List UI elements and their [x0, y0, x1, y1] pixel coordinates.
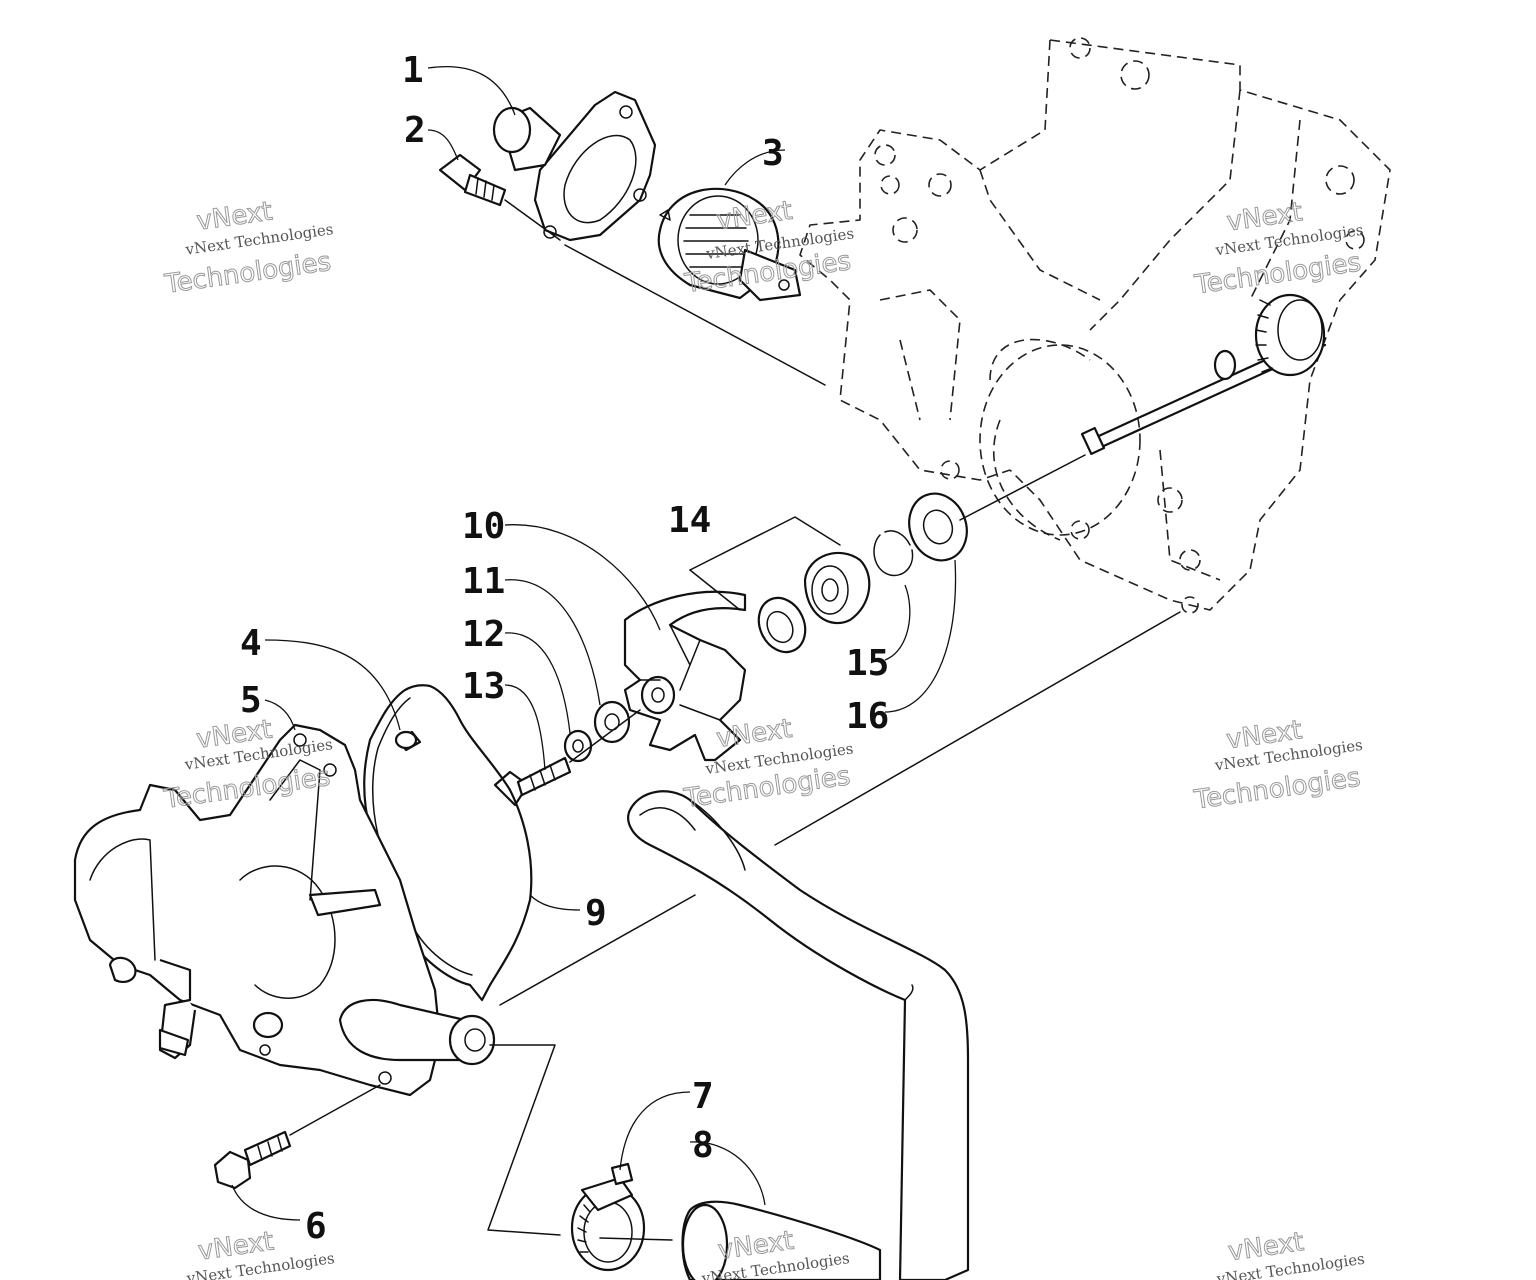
- assembly-lines: [487, 516, 1181, 1241]
- callout-11: 11: [462, 561, 505, 602]
- callout-16: 16: [846, 696, 889, 737]
- pump-shaft-and-gear: [1080, 293, 1327, 456]
- water-pump-cover: [73, 723, 496, 1097]
- assembly-axis-line: [504, 199, 826, 386]
- watermark-bottom-left: vNext vNext Technologies: [185, 1226, 336, 1280]
- callout-12: 12: [462, 614, 505, 655]
- dowel-pin: [394, 730, 422, 752]
- watermark-top-right: vNext vNext Technologies Technologies: [1192, 197, 1365, 301]
- callout-8: 8: [692, 1125, 714, 1166]
- callout-10: 10: [462, 506, 505, 547]
- thermostat-housing: [492, 90, 657, 242]
- watermark-mid-right: vNext vNext Technologies Technologies: [1191, 715, 1364, 816]
- callout-5: 5: [240, 680, 262, 721]
- svg-text:vNext: vNext: [715, 714, 794, 754]
- hose-clamp: [570, 1162, 646, 1272]
- coolant-hose: [627, 790, 970, 1280]
- callout-14: 14: [668, 500, 711, 541]
- callout-6: 6: [305, 1206, 327, 1247]
- watermark-top-left: vNext vNext Technologies Technologies: [162, 196, 335, 300]
- callout-7: 7: [692, 1076, 714, 1117]
- leader-lines: [231, 66, 957, 1221]
- seal-stack: [757, 454, 1086, 654]
- watermark-bottom-right: vNext vNext Technologies: [1215, 1227, 1366, 1280]
- impeller: [623, 590, 747, 762]
- engine-block-outline: [799, 37, 1391, 614]
- callout-13: 13: [462, 666, 505, 707]
- thermostat: [657, 187, 802, 302]
- callout-labels: 1 2 3 4 5 6 7 8 9 10 11 12 13 14 15 16: [240, 50, 889, 1247]
- callout-1: 1: [402, 50, 424, 91]
- housing-bolt: [438, 153, 507, 207]
- callout-9: 9: [585, 893, 607, 934]
- callout-4: 4: [240, 623, 262, 664]
- callout-2: 2: [404, 110, 426, 151]
- callout-15: 15: [846, 643, 889, 684]
- callout-3: 3: [762, 133, 784, 174]
- cover-bolt: [213, 1084, 381, 1190]
